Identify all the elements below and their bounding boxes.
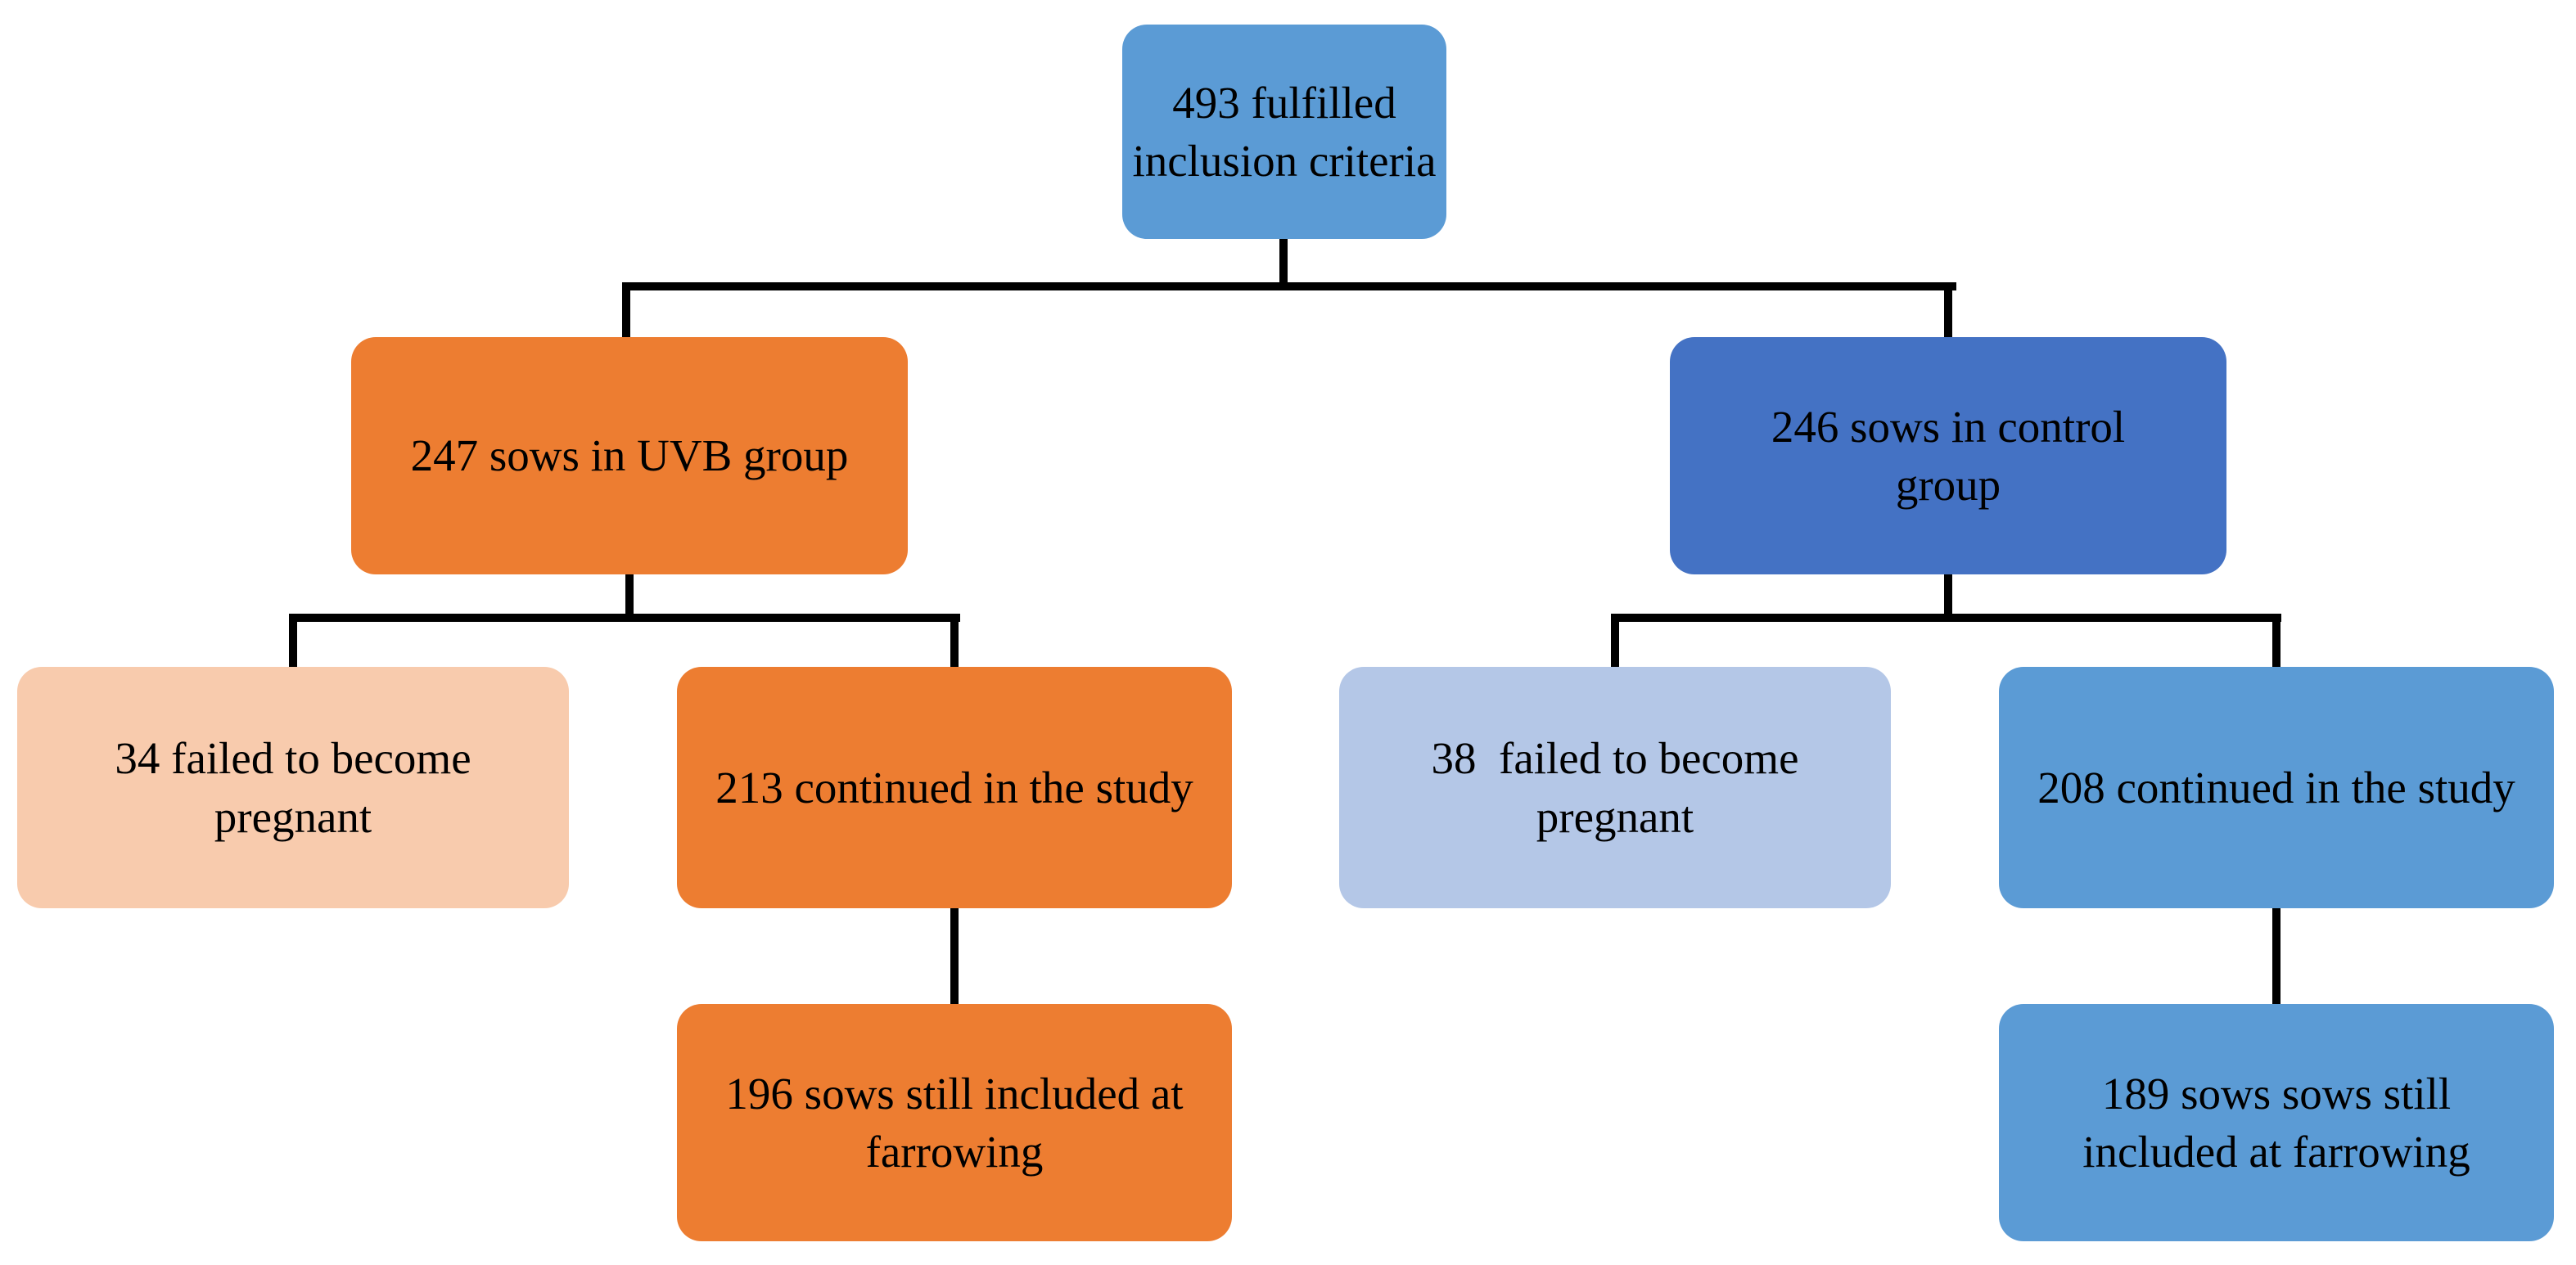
node-uvb-group: 247 sows in UVB group	[351, 337, 908, 574]
node-control-farrowing-label: 189 sows sows still included at farrowin…	[2082, 1068, 2470, 1177]
node-uvb-continued: 213 continued in the study	[677, 667, 1232, 908]
node-control-farrowing: 189 sows sows still included at farrowin…	[1999, 1004, 2554, 1241]
edge-uvb-crossbar	[289, 614, 960, 622]
node-uvb-continued-label: 213 continued in the study	[715, 762, 1193, 813]
edge-control-crossbar	[1611, 614, 2281, 622]
node-inclusion-criteria-label: 493 fulfilled inclusion criteria	[1132, 77, 1437, 187]
edge-control-failed-leg	[1611, 614, 1619, 667]
node-uvb-group-label: 247 sows in UVB group	[410, 430, 849, 481]
node-control-continued: 208 continued in the study	[1999, 667, 2554, 908]
edge-control-stem	[1944, 574, 1952, 621]
edge-uvb-stem	[625, 574, 634, 621]
edge-root-uvb-leg	[622, 282, 630, 337]
node-control-failed-pregnant: 38 failed to become pregnant	[1339, 667, 1891, 908]
edge-control-continued-leg	[2272, 614, 2281, 667]
node-control-continued-label: 208 continued in the study	[2037, 762, 2515, 813]
node-control-group: 246 sows in control group	[1670, 337, 2226, 574]
node-control-group-label: 246 sows in control group	[1771, 401, 2136, 511]
node-uvb-failed-pregnant: 34 failed to become pregnant	[17, 667, 569, 908]
edge-root-crossbar	[622, 282, 1956, 290]
edge-root-control-leg	[1944, 282, 1952, 337]
node-inclusion-criteria: 493 fulfilled inclusion criteria	[1122, 25, 1446, 239]
edge-control-farrowing-line	[2272, 907, 2281, 1004]
edge-uvb-failed-leg	[289, 614, 297, 667]
edge-uvb-farrowing-line	[950, 907, 959, 1004]
node-uvb-farrowing-label: 196 sows still included at farrowing	[725, 1068, 1195, 1177]
edge-uvb-continued-leg	[950, 614, 959, 667]
node-control-failed-pregnant-label: 38 failed to become pregnant	[1431, 733, 1811, 842]
node-uvb-failed-pregnant-label: 34 failed to become pregnant	[115, 733, 483, 842]
edge-root-stem	[1279, 238, 1288, 287]
node-uvb-farrowing: 196 sows still included at farrowing	[677, 1004, 1232, 1241]
